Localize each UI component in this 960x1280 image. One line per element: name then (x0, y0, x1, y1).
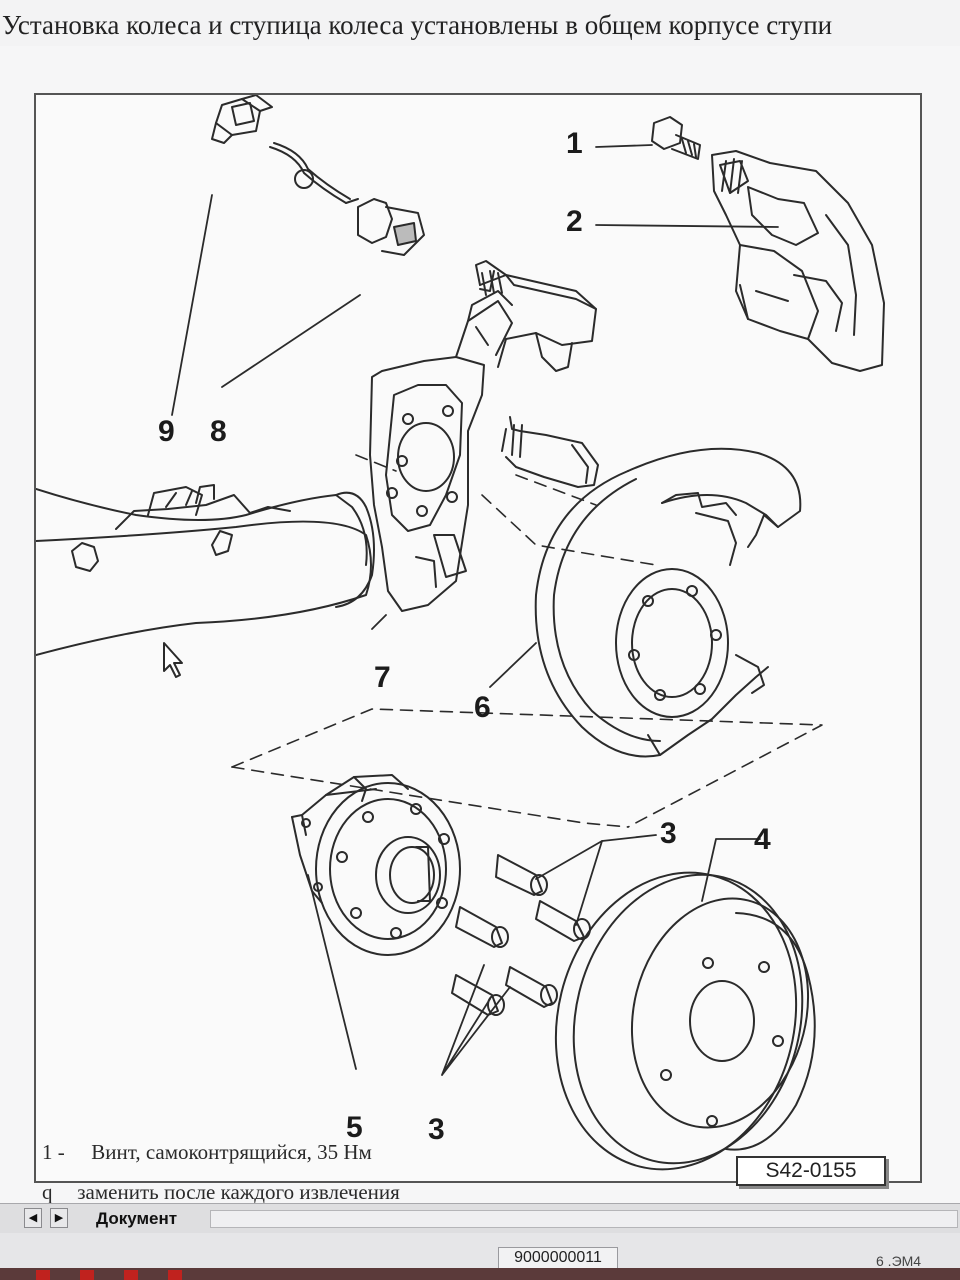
caliper-icon (711, 150, 885, 372)
caliper-carrier-icon (475, 260, 599, 488)
cable-clip-icon (211, 95, 273, 144)
exploded-diagram-frame: 1 2 3 4 3 5 6 7 8 9 (34, 93, 922, 1183)
tab-document[interactable]: Документ (96, 1209, 178, 1228)
speed-sensor-icon (269, 142, 425, 256)
legend-item-text: Винт, самоконтрящийся, 35 Нм (91, 1140, 372, 1164)
status-field: 9000000011 (498, 1247, 618, 1269)
assembly-lines (231, 454, 823, 828)
callout-8: 8 (210, 415, 227, 448)
mouse-cursor-icon (163, 642, 183, 678)
status-right-text: 6 .ЭМ4 (876, 1253, 922, 1269)
brake-disc-icon (554, 871, 816, 1171)
taskbar-icon[interactable] (36, 1270, 50, 1280)
sheet-tabs-bar: ◀ ▶ Документ (0, 1203, 960, 1234)
exploded-diagram (36, 95, 885, 1171)
callout-1: 1 (566, 127, 583, 160)
callout-3-upper: 3 (660, 817, 677, 850)
wheel-hub-icon (291, 774, 461, 956)
splash-shield-icon (534, 447, 802, 758)
title-bar: Установка колеса и ступица колеса устано… (0, 0, 960, 47)
callout-7: 7 (374, 661, 391, 694)
horizontal-scrollbar[interactable] (210, 1210, 958, 1228)
callout-6: 6 (474, 691, 491, 724)
legend-note-1: q заменить после каждого извлечения (42, 1180, 400, 1205)
taskbar-strip (0, 1268, 960, 1280)
legend-note-bullet: q (42, 1180, 53, 1204)
callout-4: 4 (754, 823, 771, 856)
hub-screws-icon (451, 854, 591, 1016)
callout-2: 2 (566, 205, 583, 238)
taskbar-icon[interactable] (168, 1270, 182, 1280)
legend-item-number: 1 - (42, 1140, 65, 1164)
callout-5: 5 (346, 1111, 363, 1144)
axle-beam-icon (36, 290, 513, 656)
tab-prev-button[interactable]: ◀ (24, 1208, 42, 1228)
taskbar-icon[interactable] (80, 1270, 94, 1280)
caliper-bolt-icon (651, 116, 701, 160)
leader-lines (171, 144, 779, 1076)
page-title: Установка колеса и ступица колеса устано… (2, 10, 833, 40)
tab-next-button[interactable]: ▶ (50, 1208, 68, 1228)
figure-id-label: S42-0155 (736, 1156, 886, 1186)
legend-note-text: заменить после каждого извлечения (77, 1180, 400, 1204)
callout-9: 9 (158, 415, 175, 448)
document-area[interactable]: 1 2 3 4 3 5 6 7 8 9 S42-0155 1 - Винт, с… (0, 46, 960, 1208)
callout-3-lower: 3 (428, 1113, 445, 1146)
legend-item-1: 1 - Винт, самоконтрящийся, 35 Нм (42, 1140, 372, 1165)
taskbar-icon[interactable] (124, 1270, 138, 1280)
